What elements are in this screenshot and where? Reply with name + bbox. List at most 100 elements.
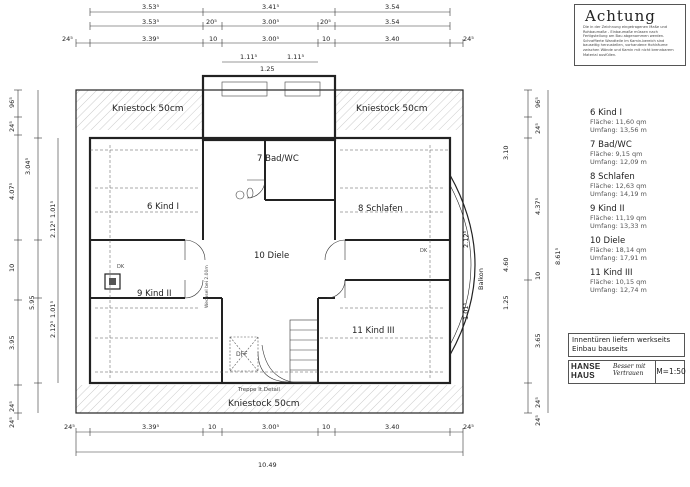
dim-left-inner-d: 2.12⁵ (49, 321, 57, 338)
dim-left-c: 3.04⁵ (24, 158, 32, 175)
dim-left-h: 24⁵ (8, 401, 16, 412)
left-dimensions (14, 89, 59, 420)
wechsel-label: Wechsel bei 2.00m (204, 265, 210, 308)
dim-right-inner-c: 1.25 (502, 296, 510, 310)
dim-top1-a: 3.53⁵ (142, 3, 159, 11)
balkon-label: Balkon (477, 268, 485, 290)
dim-left-i: 24⁵ (8, 417, 16, 428)
achtung-title: Achtung (585, 7, 656, 25)
logo-line1: HANSE (571, 362, 601, 371)
note-box: Innentüren liefern werkseits Einbau baus… (568, 333, 685, 357)
note-line2: Einbau bauseits (572, 345, 628, 353)
dim-top2-a: 3.53⁵ (142, 18, 159, 26)
dim-bot1-c: 10 (208, 423, 216, 431)
dim-left-f: 5.95 (28, 296, 36, 310)
dim-right-f: 3.65 (534, 334, 542, 348)
interior-walls (90, 140, 450, 383)
legend-room-name: 10 Diele (590, 236, 626, 246)
dim-top1-b: 3.41⁵ (262, 3, 279, 11)
dim-right-g: 24⁵ (534, 397, 542, 408)
dim-left-b: 24⁵ (8, 121, 16, 132)
construction-lines (90, 145, 450, 380)
legend-item: 8 Schlafen Fläche: 12,63 qm Umfang: 14,1… (590, 172, 685, 198)
dim-bot1-e: 10 (322, 423, 330, 431)
room-label-bad: 7 Bad/WC (257, 154, 299, 164)
dim-top1-c: 3.54 (385, 3, 399, 11)
dim-right-inner-e: 3.10 (502, 146, 510, 160)
legend-item: 7 Bad/WC Fläche: 9,15 qm Umfang: 12,09 m (590, 140, 685, 166)
legend-umfang: Umfang: 13,33 m (590, 222, 647, 230)
room-label-diele: 10 Diele (254, 251, 289, 261)
kniestock-top-right: Kniestock 50cm (356, 104, 428, 114)
dim-top4-b: 1.11⁵ (287, 53, 304, 61)
kniestock-top-left: Kniestock 50cm (112, 104, 184, 114)
legend-umfang: Umfang: 12,74 m (590, 286, 647, 294)
achtung-box: Achtung Die in der Zeichnung eingetragen… (574, 4, 686, 66)
room-label-kind1: 6 Kind I (147, 202, 179, 212)
dim-right-inner-a: 2.12⁵ (462, 231, 470, 248)
bottom-dimensions (75, 428, 464, 456)
dim-right-d: 8.61⁵ (554, 248, 562, 265)
roof-hatching (76, 90, 463, 413)
dk-label-right: DK (420, 248, 428, 254)
dim-top5-a: 1.25 (260, 65, 274, 73)
logo-slogan: Besser mit Vertrauen (613, 363, 646, 377)
dim-top2-e: 3.54 (385, 18, 399, 26)
scale-label: M=1:50 (655, 361, 686, 383)
legend-umfang: Umfang: 13,56 m (590, 126, 647, 134)
staircase (257, 319, 319, 384)
top-dimensions (75, 8, 464, 63)
logo-line2: HAUS (571, 370, 595, 380)
dim-top3-g: 24⁵ (463, 35, 474, 43)
balcony-arc-inner (449, 184, 472, 346)
dim-right-c: 4.37⁵ (534, 198, 542, 215)
legend-item: 10 Diele Fläche: 18,14 qm Umfang: 17,91 … (590, 236, 685, 262)
note-line1: Innentüren liefern werkseits (572, 336, 671, 344)
dim-left-inner-b: 2.12⁵ (49, 221, 57, 238)
chimney (104, 273, 121, 290)
dim-top4-a: 1.11⁵ (240, 53, 257, 61)
legend-room-name: 11 Kind III (590, 268, 633, 278)
legend-room-name: 7 Bad/WC (590, 140, 632, 150)
dim-top3-e: 10 (322, 35, 330, 43)
dim-top3-d: 3.00⁵ (262, 35, 279, 43)
dim-left-inner-a: 1.01⁵ (49, 201, 57, 218)
dim-left-g: 3.95 (8, 336, 16, 350)
legend-umfang: Umfang: 12,09 m (590, 158, 647, 166)
treppe-label: Treppe It.Detail (237, 387, 280, 393)
dim-bot1-d: 3.00⁵ (262, 423, 279, 431)
legend-room-name: 8 Schlafen (590, 172, 635, 182)
dim-top2-b: 20⁵ (206, 18, 217, 26)
dim-top2-d: 20⁵ (320, 18, 331, 26)
skylight (229, 336, 259, 372)
dim-left-a: 96⁵ (8, 97, 16, 108)
dk-label-left: DK (117, 264, 125, 270)
dim-right-h: 24⁵ (534, 415, 542, 426)
legend-flaeche: Fläche: 12,63 qm (590, 182, 647, 190)
room-legend: 6 Kind I Fläche: 11,60 qm Umfang: 13,56 … (590, 108, 685, 300)
dim-top3-f: 3.40 (385, 35, 399, 43)
room-label-kind3: 11 Kind III (352, 326, 394, 336)
dim-top2-c: 3.00⁵ (262, 18, 279, 26)
dim-right-a: 96⁵ (534, 97, 542, 108)
legend-room-name: 9 Kind II (590, 204, 625, 214)
title-block: HANSE HAUS Besser mit Vertrauen M=1:50 (568, 360, 686, 384)
legend-room-name: 6 Kind I (590, 108, 623, 118)
dim-bot-total: 10.49 (258, 461, 277, 469)
room-label-schlafen: 8 Schlafen (358, 204, 403, 214)
dim-left-inner-c: 1.01⁵ (49, 301, 57, 318)
legend-flaeche: Fläche: 11,19 qm (590, 214, 647, 222)
legend-item: 6 Kind I Fläche: 11,60 qm Umfang: 13,56 … (590, 108, 685, 134)
legend-flaeche: Fläche: 10,15 qm (590, 278, 647, 286)
room-label-kind2: 9 Kind II (137, 289, 172, 299)
dim-right-inner-d: 4.60 (502, 258, 510, 272)
dim-left-e: 10 (8, 264, 16, 272)
kniestock-bottom: Kniestock 50cm (228, 399, 300, 409)
achtung-text: Die in der Zeichnung eingetragenen Maße … (583, 25, 674, 57)
dim-bot1-f: 3.40 (385, 423, 399, 431)
legend-flaeche: Fläche: 11,60 qm (590, 118, 647, 126)
legend-umfang: Umfang: 14,19 m (590, 190, 647, 198)
bath-fixtures (221, 81, 321, 200)
legend-item: 9 Kind II Fläche: 11,19 qm Umfang: 13,33… (590, 204, 685, 230)
